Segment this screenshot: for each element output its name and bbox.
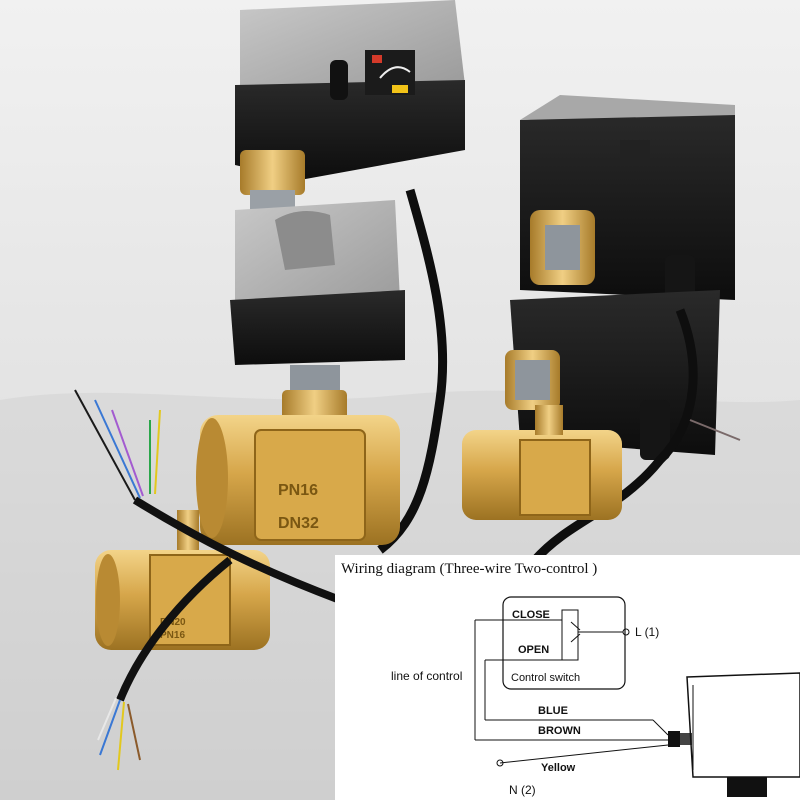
label-n2: N (2) [509, 783, 536, 797]
svg-text:DN32: DN32 [278, 515, 319, 532]
label-brown-wire: BROWN [538, 725, 581, 737]
label-l1: L (1) [635, 625, 660, 639]
wiring-diagram-title: Wiring diagram (Three-wire Two-control ) [341, 561, 598, 577]
svg-text:PN16: PN16 [160, 630, 185, 641]
svg-text:DN20: DN20 [160, 617, 186, 628]
wiring-diagram-lines [474, 596, 800, 797]
label-close: CLOSE [512, 609, 550, 621]
label-blue-wire: BLUE [538, 705, 568, 717]
svg-text:PN16: PN16 [278, 482, 318, 499]
label-line-of-control: line of control [391, 669, 463, 683]
label-yellow-wire: Yellow [541, 762, 576, 774]
label-open: OPEN [518, 644, 550, 656]
label-control-switch: Control switch [511, 672, 581, 684]
wiring-diagram-panel: Wiring diagram (Three-wire Two-control )… [335, 555, 800, 800]
